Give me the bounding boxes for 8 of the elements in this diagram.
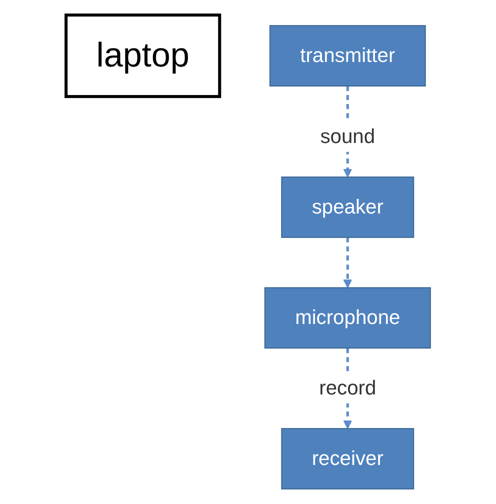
node-box: speaker — [280, 176, 414, 238]
arrow — [342, 237, 352, 288]
edge-label: record — [318, 377, 376, 400]
node-box: microphone — [264, 287, 431, 349]
node-box: transmitter — [269, 25, 426, 86]
node-box: receiver — [280, 428, 414, 490]
edge-label: sound — [320, 126, 375, 148]
node-box: laptop — [64, 14, 221, 98]
